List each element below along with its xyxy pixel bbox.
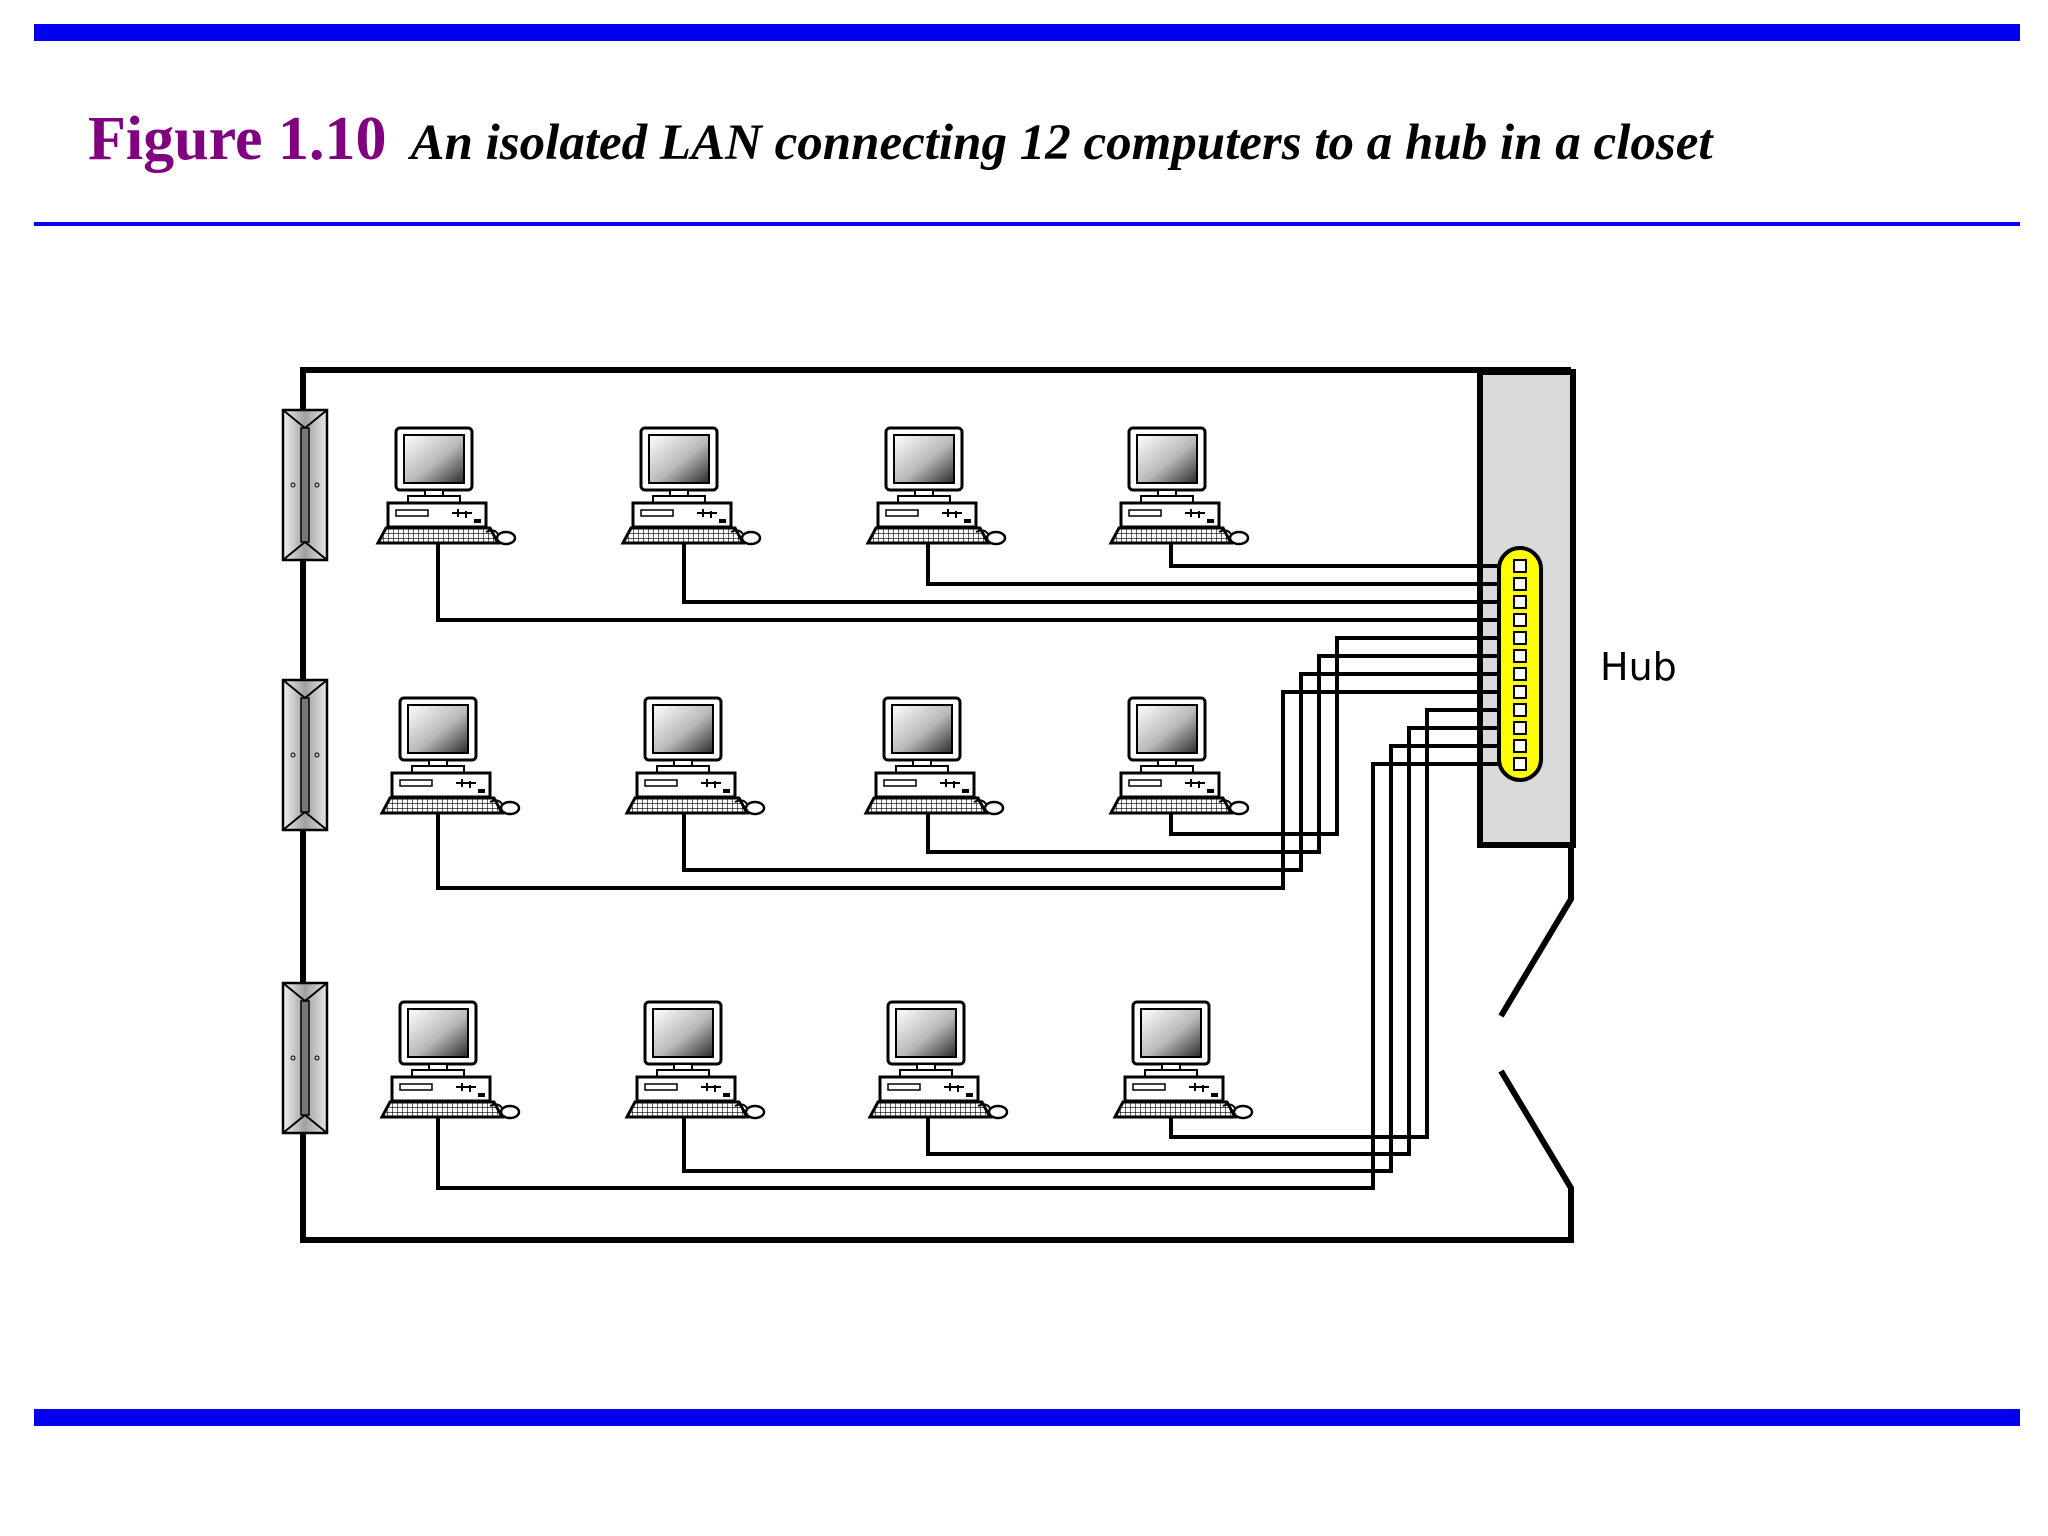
figure-title: Figure 1.10 An isolated LAN connecting 12…	[88, 104, 1713, 175]
computer	[1109, 696, 1250, 816]
figure-number: Figure 1.10	[88, 105, 387, 173]
title-divider	[34, 222, 2020, 226]
computer	[621, 426, 762, 546]
windows	[281, 408, 329, 1135]
computer	[864, 696, 1005, 816]
top-rule	[34, 24, 2020, 41]
computer	[1109, 426, 1250, 546]
computer	[380, 696, 521, 816]
hub-ports	[1513, 559, 1527, 771]
computer	[868, 1000, 1009, 1120]
hub	[1497, 546, 1543, 782]
computer	[866, 426, 1007, 546]
window	[281, 408, 329, 562]
network-cables	[436, 535, 1508, 1190]
computer	[380, 1000, 521, 1120]
hub-label: Hub	[1600, 645, 1677, 689]
figure-caption: An isolated LAN connecting 12 computers …	[410, 115, 1713, 171]
computers	[376, 426, 1254, 1120]
computer	[625, 696, 766, 816]
computer	[376, 426, 517, 546]
bottom-rule	[34, 1409, 2020, 1426]
window	[281, 678, 329, 832]
window	[281, 981, 329, 1135]
building-outline	[300, 367, 1574, 1243]
computer	[625, 1000, 766, 1120]
computer	[1113, 1000, 1254, 1120]
